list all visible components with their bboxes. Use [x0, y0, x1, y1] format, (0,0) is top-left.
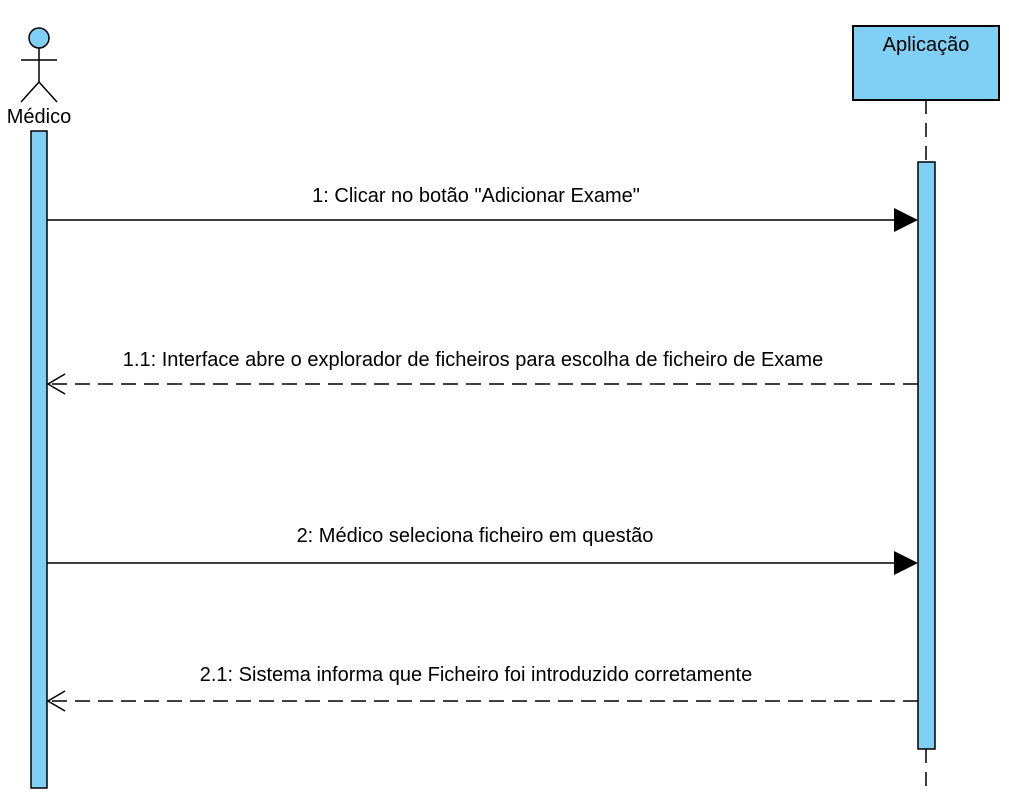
filled-arrowhead-icon	[894, 551, 918, 575]
open-arrowhead-icon	[46, 690, 66, 712]
actor-medico: Médico	[7, 27, 71, 789]
stick-figure-icon	[20, 27, 58, 103]
message-1-label: 1: Clicar no botão "Adicionar Exame"	[312, 185, 640, 207]
object-activation-bar	[917, 161, 936, 750]
object-label: Aplicação	[883, 34, 970, 56]
message-2-label: 2: Médico seleciona ficheiro em questão	[297, 525, 654, 547]
message-1-1: 1.1: Interface abre o explorador de fich…	[46, 349, 918, 395]
message-2-1: 2.1: Sistema informa que Ficheiro foi in…	[46, 664, 918, 712]
message-1-1-label: 1.1: Interface abre o explorador de fich…	[123, 349, 823, 371]
actor-activation-bar	[30, 130, 48, 789]
actor-head	[28, 27, 50, 49]
object-box	[852, 25, 1000, 101]
open-arrowhead-icon	[46, 373, 66, 395]
message-1: 1: Clicar no botão "Adicionar Exame"	[47, 185, 918, 232]
lifeline-aplicacao: Aplicação	[852, 25, 1000, 790]
message-2: 2: Médico seleciona ficheiro em questão	[47, 525, 918, 575]
actor-label: Médico	[7, 106, 71, 128]
filled-arrowhead-icon	[894, 208, 918, 232]
message-2-1-label: 2.1: Sistema informa que Ficheiro foi in…	[200, 664, 753, 686]
